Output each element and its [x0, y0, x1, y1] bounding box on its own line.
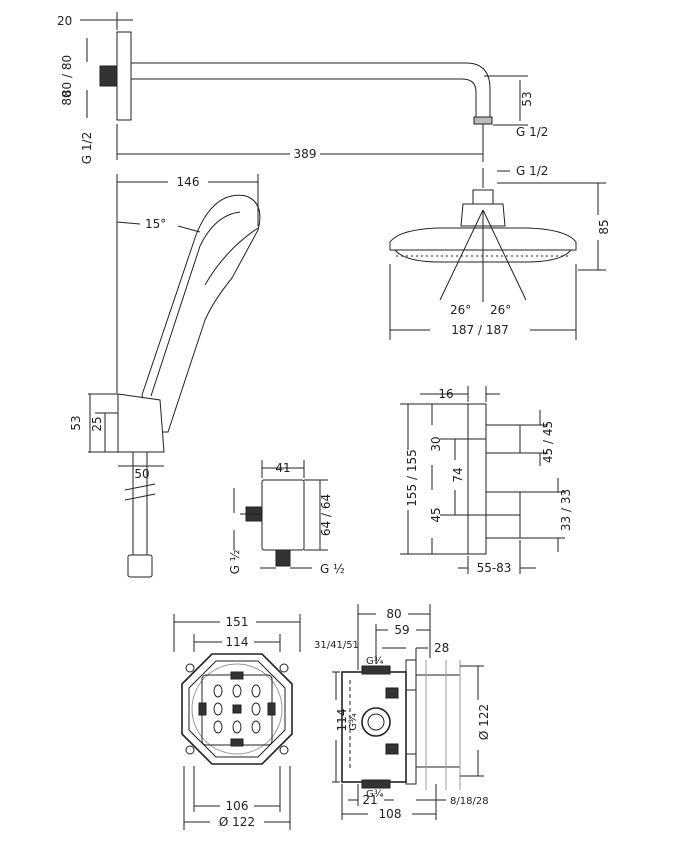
- side-port-mid: [361, 707, 391, 737]
- arm-tube-bottom: [131, 78, 477, 117]
- box-octagon: [181, 653, 293, 765]
- dim-knob-distance: 74: [451, 467, 465, 482]
- dim-plate-height: 155 / 155: [405, 449, 419, 506]
- dim-arm-height-b: 80: [60, 90, 74, 105]
- dim-side-thread-top: G¾: [366, 656, 384, 667]
- dim-side-depth-partial: 59: [394, 623, 409, 637]
- dim-knob-bottom-size: 33 / 33: [559, 489, 573, 531]
- box-holes: [213, 684, 261, 734]
- wall-holder: [117, 393, 165, 453]
- outlet-thread-bottom: [275, 549, 291, 567]
- dim-arm-length: 389: [294, 147, 317, 161]
- dim-side-bottom-options: 8/18/28: [450, 796, 489, 807]
- dim-plate-depth: 55-83: [477, 561, 512, 575]
- wall-flange: [116, 31, 132, 121]
- dim-side-bottom-total: 108: [379, 807, 402, 821]
- dim-side-diameter: Ø 122: [477, 704, 491, 740]
- dim-arm-thread-left: G 1/2: [80, 132, 94, 164]
- side-port-top: [361, 665, 391, 675]
- shower-arm: [80, 12, 528, 162]
- dim-box-bottom: 106: [226, 799, 249, 813]
- dim-arm-thread-right: G 1/2: [516, 125, 548, 139]
- wall-outlet: [233, 460, 328, 569]
- shower-head: [389, 168, 606, 340]
- outlet-body: [261, 479, 305, 551]
- dim-holder-axis: 25: [90, 416, 104, 431]
- dim-box-diameter: Ø 122: [219, 815, 255, 829]
- side-flange: [405, 659, 417, 785]
- install-box-front: [173, 614, 301, 830]
- dim-plate-offset: 16: [438, 387, 453, 401]
- install-box-side: [332, 604, 484, 820]
- dim-spray-angle-right: 26°: [490, 303, 511, 317]
- hand-shower: [88, 174, 261, 578]
- dim-holder-height: 53: [69, 415, 83, 430]
- dim-spray-angle-left: 26°: [450, 303, 471, 317]
- dim-arm-height-a: 80 / 80: [60, 55, 74, 97]
- hand-shower-body: [141, 194, 261, 433]
- hand-shower-inner: [150, 211, 241, 397]
- dim-outlet-height: 64 / 64: [319, 494, 333, 536]
- dim-hand-length: 146: [177, 175, 200, 189]
- dim-box-inner: 114: [226, 635, 249, 649]
- hose-break: [124, 483, 156, 501]
- dim-side-depth-total: 80: [386, 607, 401, 621]
- dim-head-thread: G 1/2: [516, 164, 548, 178]
- dim-outlet-width: 41: [275, 461, 290, 475]
- hand-shower-face: [204, 227, 259, 286]
- arm-thread-left: [99, 65, 118, 87]
- dim-holder-width: 50: [134, 467, 149, 481]
- dim-box-outer: 151: [226, 615, 249, 629]
- dim-side-thread-bottom: G¾: [366, 789, 384, 800]
- dim-hand-angle: 15°: [145, 217, 166, 231]
- dim-side-flange: 28: [434, 641, 449, 655]
- dim-knob-top-size: 45 / 45: [541, 421, 555, 463]
- dim-head-height: 85: [597, 219, 611, 234]
- dim-outlet-thread-h: G ½: [320, 562, 345, 576]
- hose-end: [127, 554, 153, 578]
- dim-side-thread-mid: G¾: [348, 713, 359, 731]
- dim-arm-wall-thickness: 20: [57, 14, 72, 28]
- arm-tube-top: [131, 62, 491, 117]
- dim-side-bottom-offset: 21: [362, 793, 377, 807]
- side-port-bottom: [361, 779, 391, 789]
- dim-side-height: 114: [335, 709, 349, 732]
- dim-knob-top-gap: 30: [429, 436, 443, 451]
- dim-head-diameter: 187 / 187: [451, 323, 508, 337]
- plate: [467, 403, 487, 555]
- dim-side-depth-options: 31/41/51: [314, 640, 359, 651]
- head-ball-joint: [472, 189, 494, 205]
- knob-top: [485, 424, 521, 454]
- side-cover: [415, 674, 461, 768]
- dim-knob-bottom-gap: 45: [429, 507, 443, 522]
- thermostat-plate: [400, 386, 565, 574]
- arm-nut: [473, 116, 493, 125]
- dim-outlet-thread-v: G ½: [228, 550, 242, 575]
- dim-arm-drop: 53: [520, 91, 534, 106]
